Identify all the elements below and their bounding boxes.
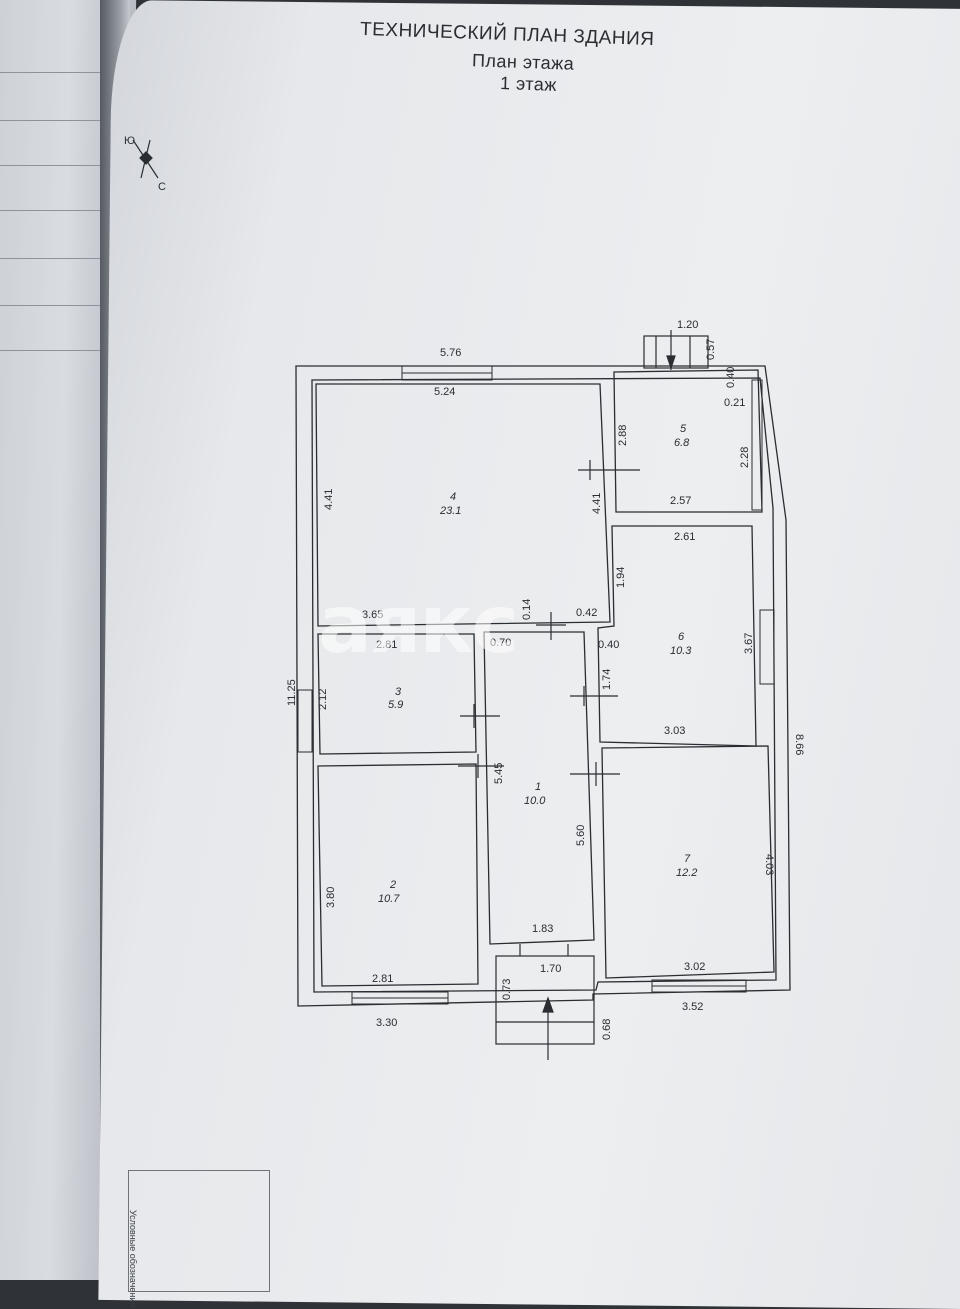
room-3-number: 3 [395, 686, 402, 698]
compass-north: Ю [124, 135, 135, 147]
dim-r7-bottom: 3.02 [684, 961, 705, 973]
room-6-area: 10.3 [670, 645, 692, 657]
dim-r4-corner-v: 0.14 [521, 599, 533, 620]
room-5-area: 6.8 [674, 437, 690, 449]
dim-r4-left: 4.41 [323, 489, 335, 510]
room-3-area: 5.9 [388, 699, 403, 711]
dim-porch-bottom-left: 0.73 [501, 979, 513, 1000]
room-1-area: 10.0 [524, 795, 546, 807]
dim-r5-top-v: 0.40 [725, 367, 737, 388]
room-2-area: 10.7 [378, 893, 400, 905]
windows [297, 365, 775, 1005]
dim-r6-right: 3.67 [743, 633, 755, 654]
room-4-area: 23.1 [439, 505, 461, 517]
bottom-porch [495, 944, 595, 1060]
dim-r5-left: 2.88 [617, 425, 629, 446]
dim-outer-bottom-left: 3.30 [376, 1017, 397, 1029]
dim-r2-left: 3.80 [325, 887, 337, 908]
dim-r1-bottom: 1.83 [532, 923, 553, 935]
dim-r4-bottom: 3.65 [362, 609, 383, 621]
door-markers [458, 460, 640, 786]
dim-r1-left: 5.45 [493, 763, 505, 784]
interior-walls [315, 369, 775, 987]
room-1-number: 1 [535, 781, 541, 793]
legend-box [128, 1170, 270, 1292]
dim-outer-right: 8.66 [793, 734, 805, 755]
outer-wall [295, 365, 791, 1007]
top-porch [643, 330, 709, 370]
dim-r1-top: 0.70 [490, 637, 511, 649]
dim-r5-bottom: 2.57 [670, 495, 691, 507]
room-2-number: 2 [389, 879, 396, 891]
room-4-number: 4 [450, 491, 456, 503]
dim-r6-top: 2.61 [674, 531, 695, 543]
dim-r4-top: 5.24 [434, 386, 455, 398]
dim-r3-top: 2.81 [376, 639, 397, 651]
compass-south: С [158, 181, 166, 193]
dim-r5-top-h: 0.21 [724, 397, 745, 409]
floor-plan: Ю С [0, 0, 960, 1280]
watermark: аякс [318, 578, 519, 671]
dim-r5-right: 2.28 [739, 447, 751, 468]
dim-r6-step-v: 1.74 [601, 669, 613, 690]
room-6-number: 6 [678, 631, 685, 643]
dim-r3-left: 2.12 [317, 689, 329, 710]
room-labels: 1 10.0 2 10.7 3 5.9 4 23.1 5 6.8 6 10.3 … [378, 423, 697, 905]
dim-r6-step-h: 0.40 [598, 639, 619, 651]
dim-outer-left: 11.25 [286, 679, 298, 706]
dim-porch-bottom-right: 0.68 [601, 1019, 613, 1040]
dimension-labels: 5.76 11.25 8.66 3.30 3.52 1.20 0.57 5.24… [286, 319, 805, 1040]
room-5-number: 5 [680, 423, 687, 435]
compass-icon [132, 139, 159, 179]
dim-porch-bottom-width: 1.70 [540, 963, 561, 975]
dim-r1-right: 5.60 [575, 825, 587, 846]
dim-porch-top-depth: 0.57 [705, 339, 717, 360]
room-7-number: 7 [684, 853, 691, 865]
dim-r7-right: 4.03 [763, 854, 775, 875]
room-7-area: 12.2 [676, 867, 697, 879]
dim-r6-left: 1.94 [615, 567, 627, 588]
dim-r4-corner: 0.42 [576, 607, 597, 619]
dim-porch-top-width: 1.20 [677, 319, 698, 331]
dim-r6-bottom: 3.03 [664, 725, 685, 737]
dim-r2-bottom: 2.81 [372, 973, 393, 985]
dim-outer-top: 5.76 [440, 347, 461, 359]
legend-label: Условные обозначения [128, 1210, 138, 1308]
dim-outer-bottom-right: 3.52 [682, 1001, 703, 1013]
dim-r4-right: 4.41 [591, 493, 603, 514]
